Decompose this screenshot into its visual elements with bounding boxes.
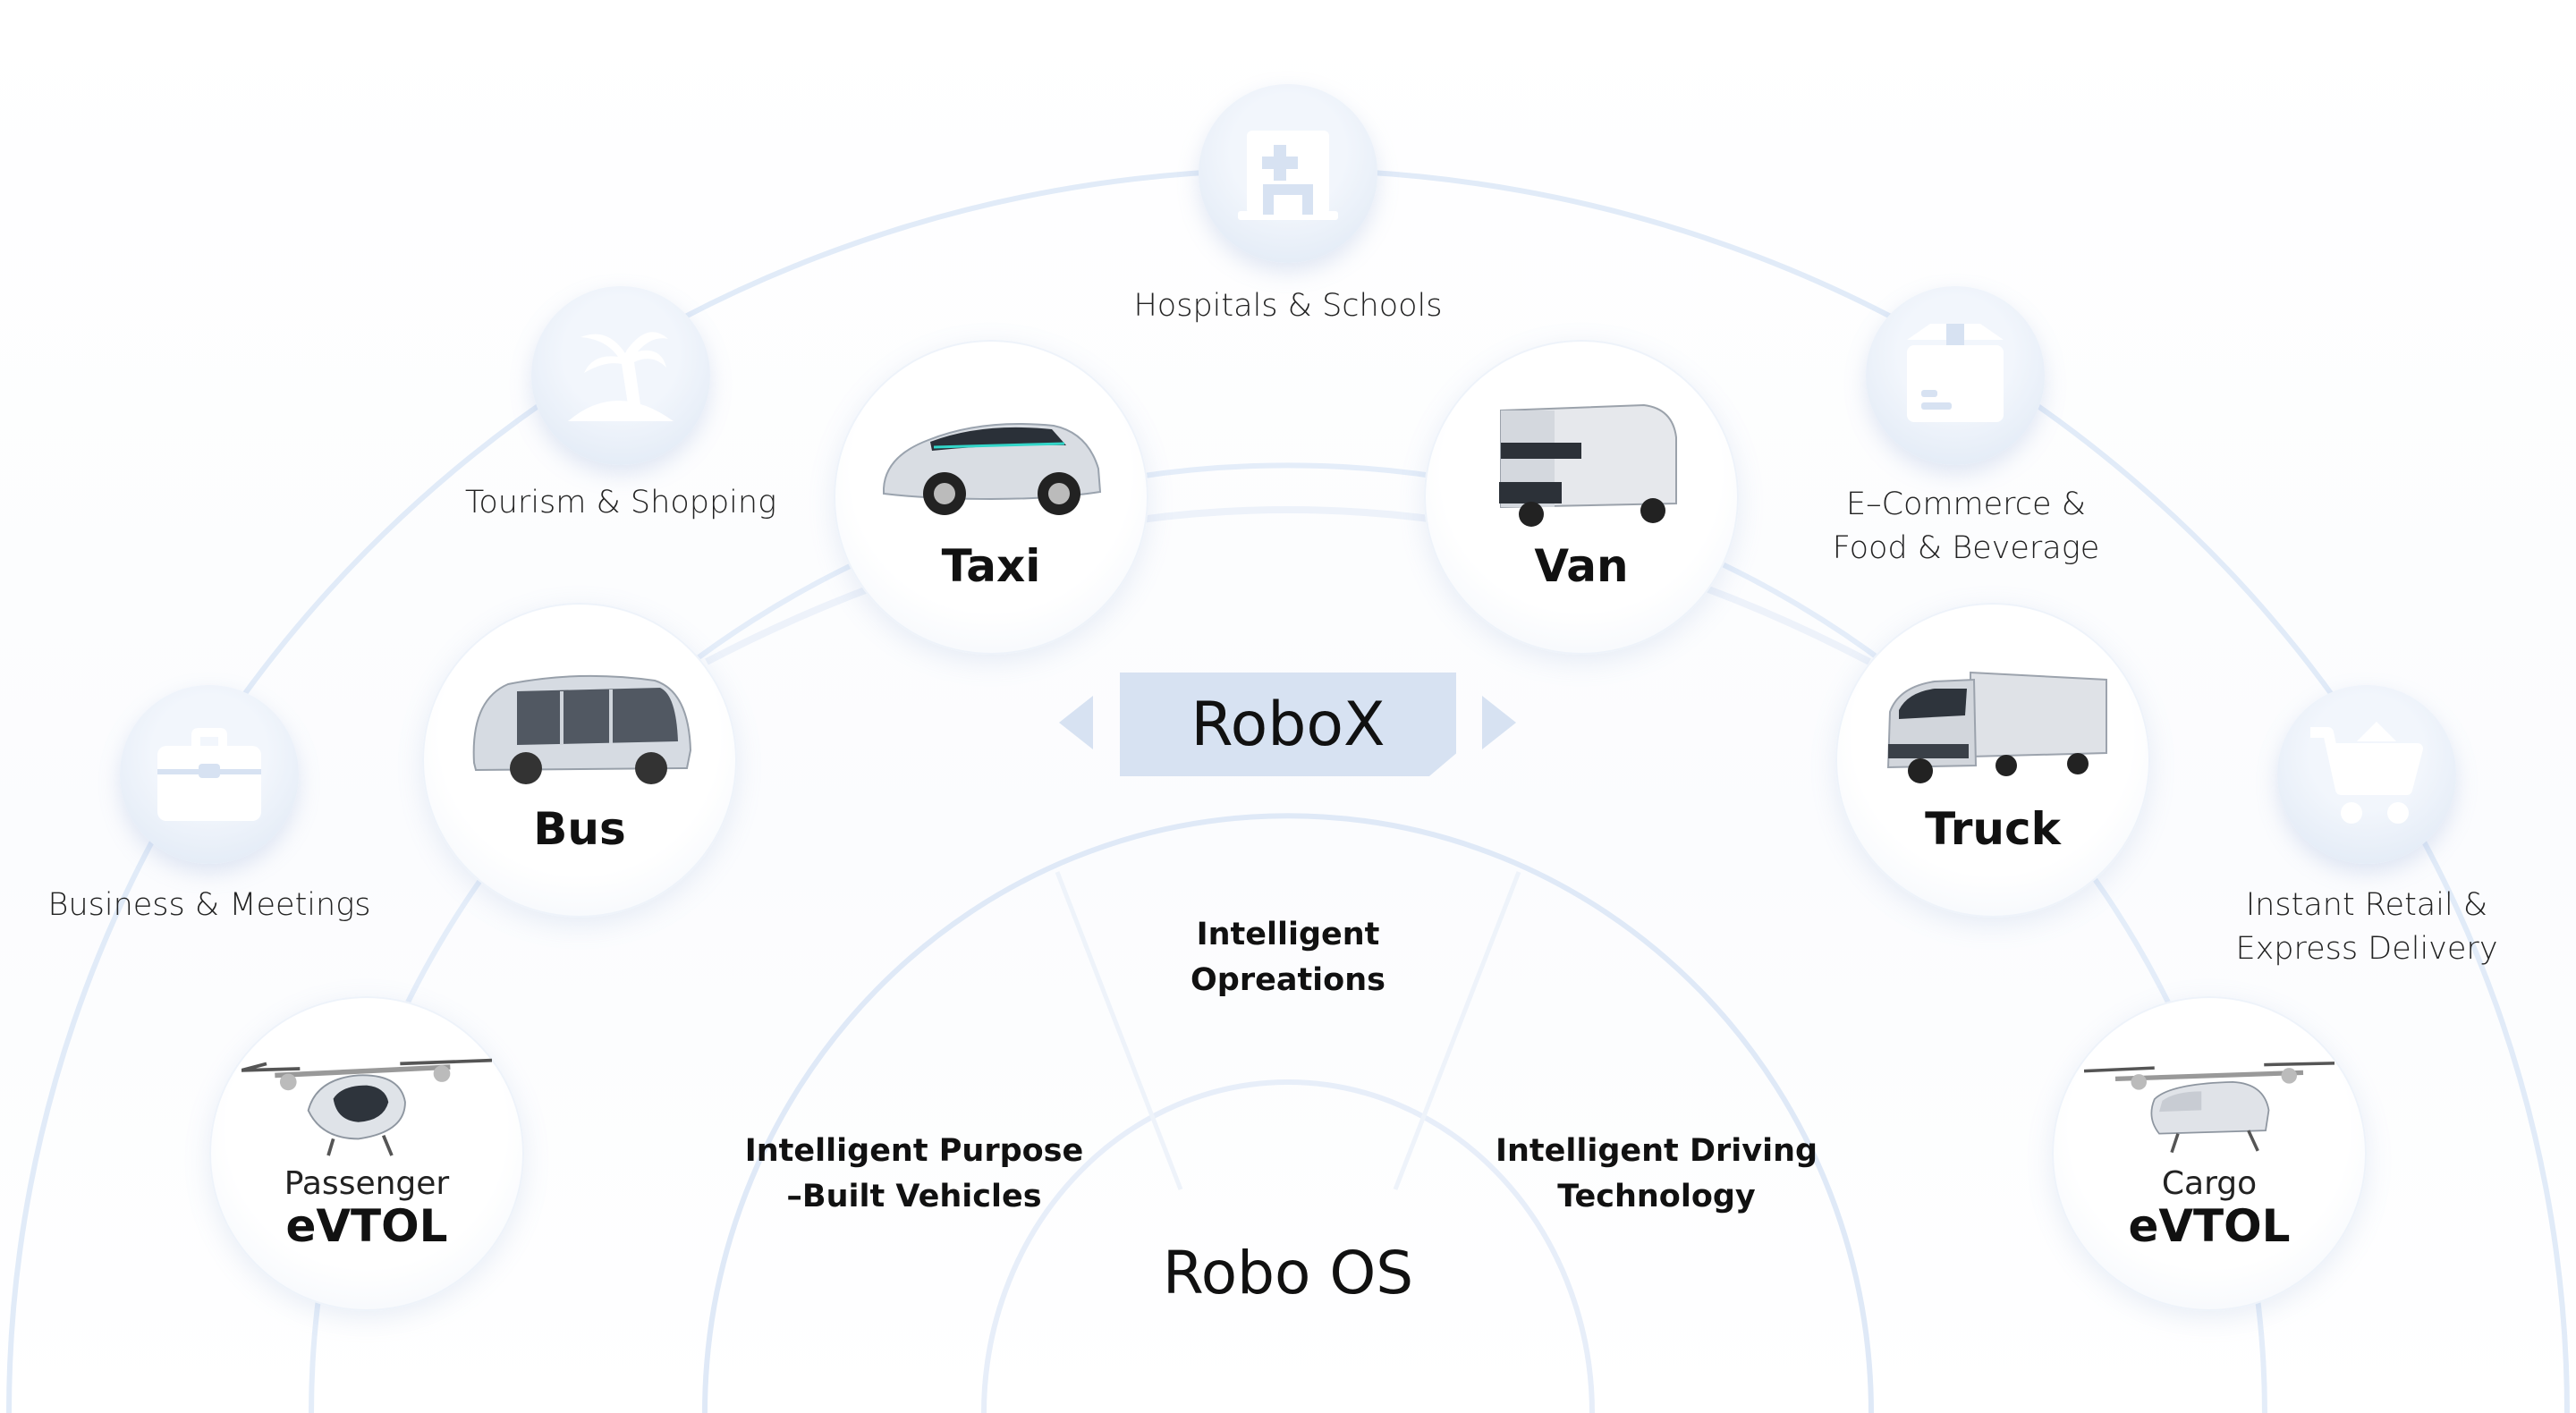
van-icon bbox=[1456, 388, 1707, 540]
bus-icon bbox=[454, 651, 705, 803]
scenario-business bbox=[120, 685, 299, 864]
scenario-ecommerce bbox=[1866, 286, 2045, 465]
scenario-label-hospitals: Hospitals & Schools bbox=[1133, 288, 1443, 324]
os-segment-vehicles: Intelligent Purpose –Built Vehicles bbox=[744, 1133, 1084, 1214]
scenario-hospitals bbox=[1199, 84, 1377, 263]
cargo-evtol-icon bbox=[2084, 1039, 2334, 1173]
scenario-label-tourism: Tourism & Shopping bbox=[464, 485, 777, 520]
vehicle-name: Van bbox=[1534, 540, 1629, 592]
vehicle-cargo-evtol: Cargo eVTOL bbox=[2052, 996, 2367, 1311]
os-segment-driving: Intelligent Driving Technology bbox=[1495, 1133, 1818, 1214]
vehicle-van: Van bbox=[1424, 340, 1739, 655]
vehicle-subtitle: Passenger bbox=[284, 1165, 450, 1202]
vehicle-bus: Bus bbox=[422, 603, 737, 918]
os-segment-operations: Intelligent Opreations bbox=[1191, 917, 1385, 998]
package-icon bbox=[1907, 324, 2004, 422]
vehicle-truck: Truck bbox=[1835, 603, 2150, 918]
vehicle-name: Bus bbox=[533, 803, 626, 855]
palm-tree-icon bbox=[568, 332, 674, 421]
right-arrow-icon bbox=[1482, 696, 1516, 749]
vehicle-taxi: Taxi bbox=[834, 340, 1148, 655]
scenario-label-ecommerce: E–Commerce & Food & Beverage bbox=[1832, 487, 2100, 566]
vehicle-name: Truck bbox=[1925, 803, 2061, 855]
truck-icon bbox=[1868, 651, 2118, 803]
robox-title: RoboX bbox=[1120, 673, 1456, 776]
vehicle-name: eVTOL bbox=[2128, 1200, 2291, 1252]
shopping-cart-icon bbox=[2310, 722, 2423, 824]
hospital-icon bbox=[1238, 131, 1338, 220]
scenario-label-business: Business & Meetings bbox=[47, 887, 371, 923]
briefcase-icon bbox=[157, 728, 261, 821]
vehicle-passenger-evtol: Passenger eVTOL bbox=[209, 996, 524, 1311]
vehicle-name: Taxi bbox=[941, 540, 1041, 592]
vehicle-name: eVTOL bbox=[285, 1200, 448, 1252]
taxi-icon bbox=[866, 388, 1116, 540]
passenger-evtol-icon bbox=[242, 1039, 492, 1173]
scenario-label-instant-retail: Instant Retail & Express Delivery bbox=[2235, 887, 2498, 967]
vehicle-subtitle: Cargo bbox=[2161, 1165, 2258, 1202]
scenario-instant-retail bbox=[2277, 685, 2456, 864]
left-arrow-icon bbox=[1059, 696, 1093, 749]
robo-os-title: Robo OS bbox=[1162, 1239, 1414, 1307]
scenario-tourism bbox=[531, 286, 710, 465]
